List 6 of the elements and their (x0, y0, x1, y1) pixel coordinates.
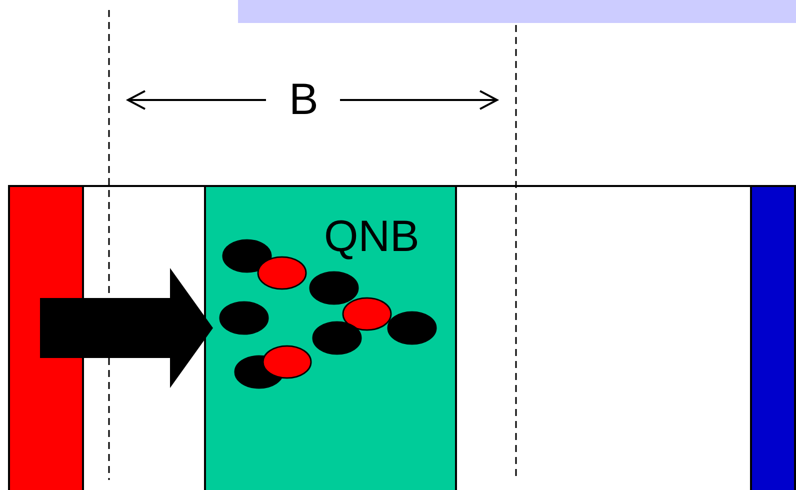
dimension-label: B (289, 78, 318, 122)
layer-region (204, 185, 457, 490)
right-electrode (750, 185, 796, 490)
top-band (238, 0, 796, 23)
block-arrow (40, 268, 213, 388)
region-label: QNB (324, 215, 420, 259)
